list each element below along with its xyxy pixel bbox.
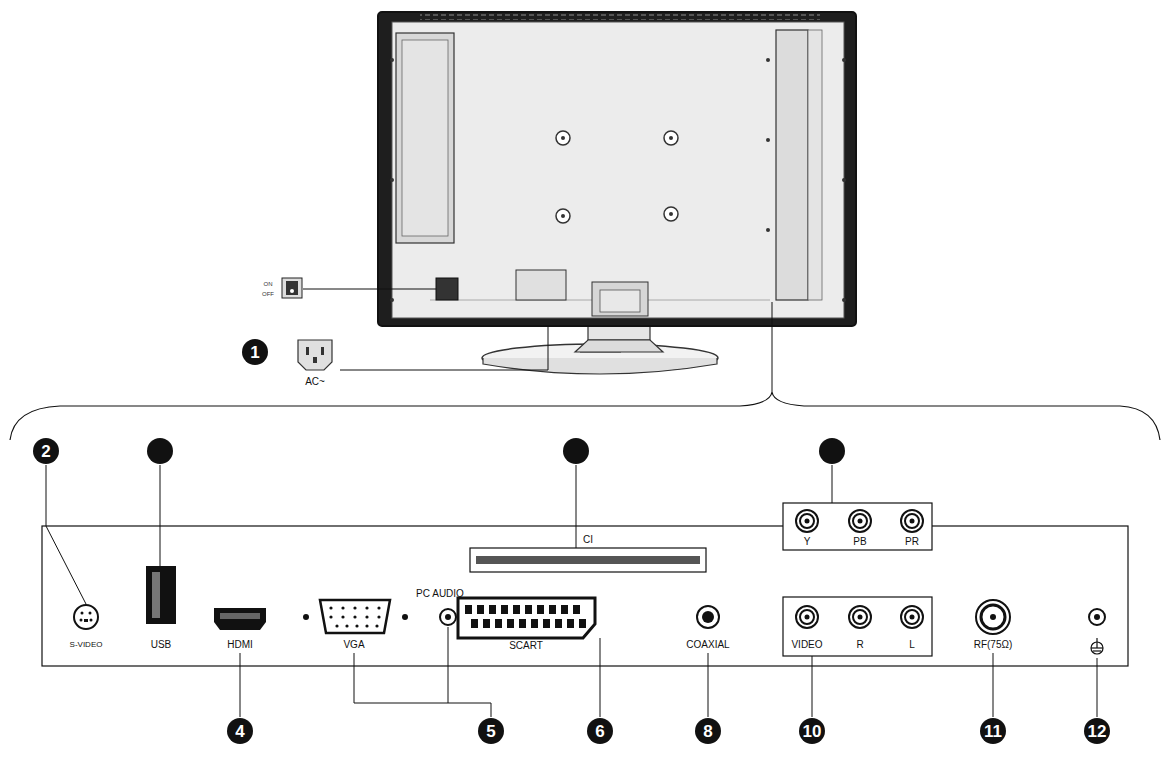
port-label: RF(75Ω) xyxy=(974,640,1013,650)
port-label: VIDEO xyxy=(791,640,822,650)
callout-number: 8 xyxy=(695,718,721,744)
port-label: HDMI xyxy=(227,640,253,650)
port-label: VGA xyxy=(343,640,364,650)
callout-number: 1 xyxy=(242,339,268,365)
port-label: PB xyxy=(853,537,866,547)
callout-number: 4 xyxy=(227,718,253,744)
callout-number: 6 xyxy=(587,718,613,744)
port-label: CI xyxy=(583,535,593,545)
port-label: Y xyxy=(804,537,811,547)
switch-label: OFF xyxy=(262,291,274,297)
port-label: SCART xyxy=(509,641,543,651)
port-label: USB xyxy=(151,640,172,650)
switch-label: ON xyxy=(264,281,273,287)
callout-number: 5 xyxy=(478,718,504,744)
port-label: S-VIDEO xyxy=(70,641,103,649)
callout-number: 10 xyxy=(799,718,825,744)
port-label: PR xyxy=(905,537,919,547)
port-label: AC~ xyxy=(305,377,325,387)
port-label: COAXIAL xyxy=(686,640,729,650)
callout-number: 2 xyxy=(33,438,59,464)
callout-number: 11 xyxy=(980,718,1006,744)
port-label: L xyxy=(909,640,915,650)
port-label: PC AUDIO xyxy=(416,589,464,599)
port-label: R xyxy=(856,640,863,650)
callout-number: 12 xyxy=(1084,718,1110,744)
